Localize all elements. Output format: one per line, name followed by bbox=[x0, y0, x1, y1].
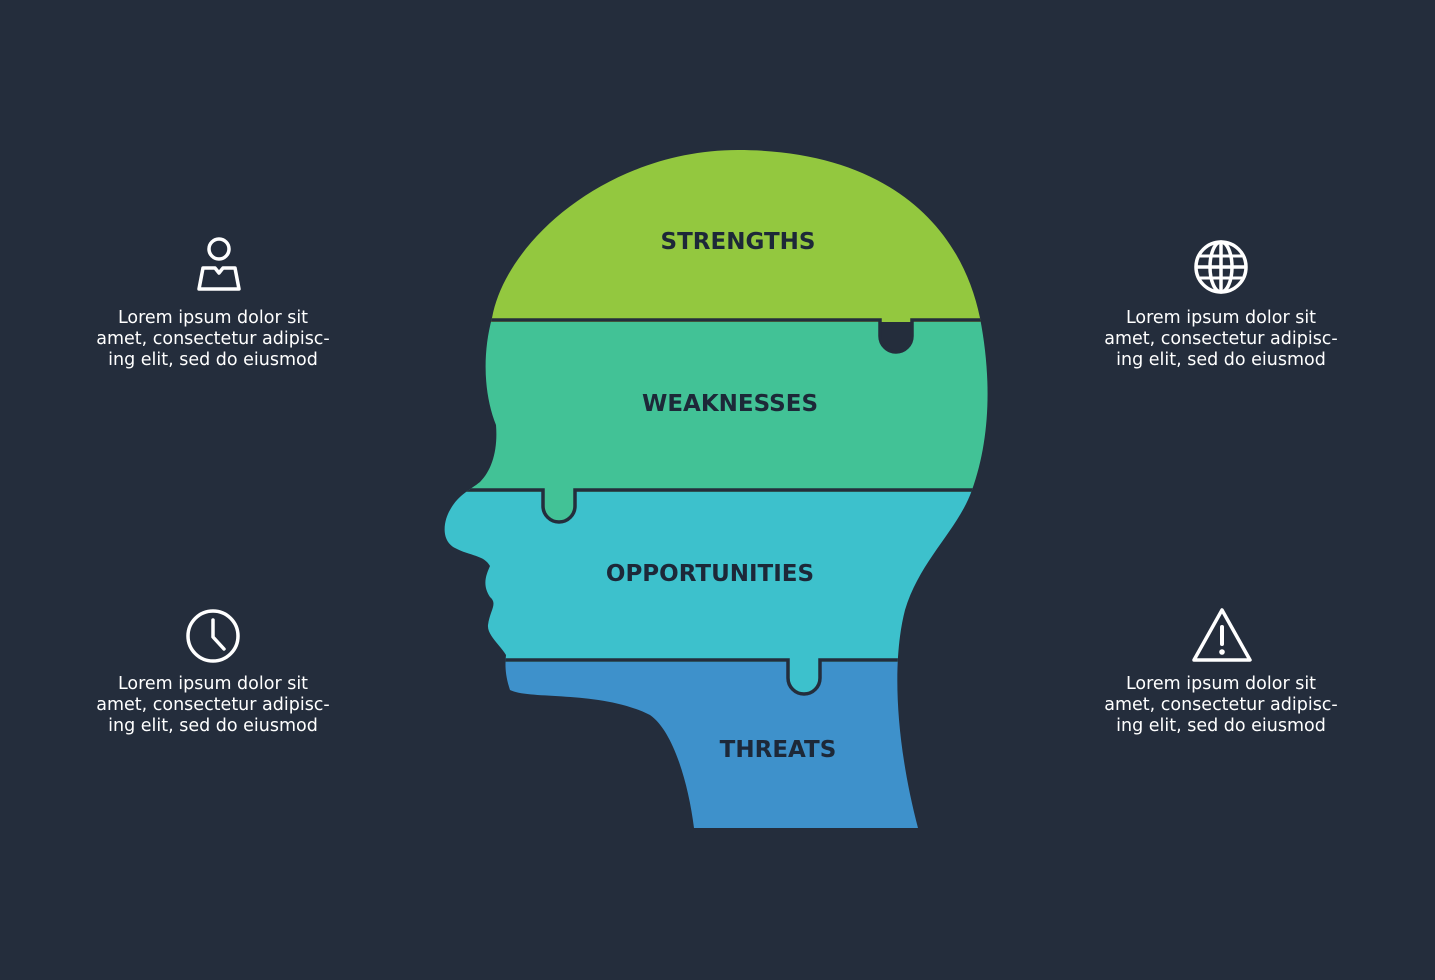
warning-icon bbox=[1190, 605, 1254, 665]
note-line: ing elit, sed do eiusmod bbox=[63, 350, 363, 371]
strengths-label: STRENGTHS bbox=[661, 229, 816, 255]
note-bottom-left: Lorem ipsum dolor sit amet, consectetur … bbox=[63, 674, 363, 737]
note-line: amet, consectetur adipisc- bbox=[1071, 329, 1371, 350]
note-line: Lorem ipsum dolor sit bbox=[1071, 674, 1371, 695]
clock-icon bbox=[183, 606, 243, 666]
note-line: Lorem ipsum dolor sit bbox=[63, 308, 363, 329]
opportunities-label: OPPORTUNITIES bbox=[606, 561, 814, 587]
note-line: ing elit, sed do eiusmod bbox=[63, 716, 363, 737]
person-map-icon bbox=[190, 235, 248, 293]
weaknesses-label: WEAKNESSES bbox=[642, 391, 818, 417]
note-top-right: Lorem ipsum dolor sit amet, consectetur … bbox=[1071, 308, 1371, 371]
note-line: ing elit, sed do eiusmod bbox=[1071, 716, 1371, 737]
note-line: amet, consectetur adipisc- bbox=[63, 695, 363, 716]
note-line: Lorem ipsum dolor sit bbox=[63, 674, 363, 695]
note-bottom-right: Lorem ipsum dolor sit amet, consectetur … bbox=[1071, 674, 1371, 737]
globe-icon bbox=[1192, 238, 1250, 296]
threats-label: THREATS bbox=[720, 737, 837, 763]
note-line: ing elit, sed do eiusmod bbox=[1071, 350, 1371, 371]
note-line: Lorem ipsum dolor sit bbox=[1071, 308, 1371, 329]
note-line: amet, consectetur adipisc- bbox=[1071, 695, 1371, 716]
note-line: amet, consectetur adipisc- bbox=[63, 329, 363, 350]
note-top-left: Lorem ipsum dolor sit amet, consectetur … bbox=[63, 308, 363, 371]
